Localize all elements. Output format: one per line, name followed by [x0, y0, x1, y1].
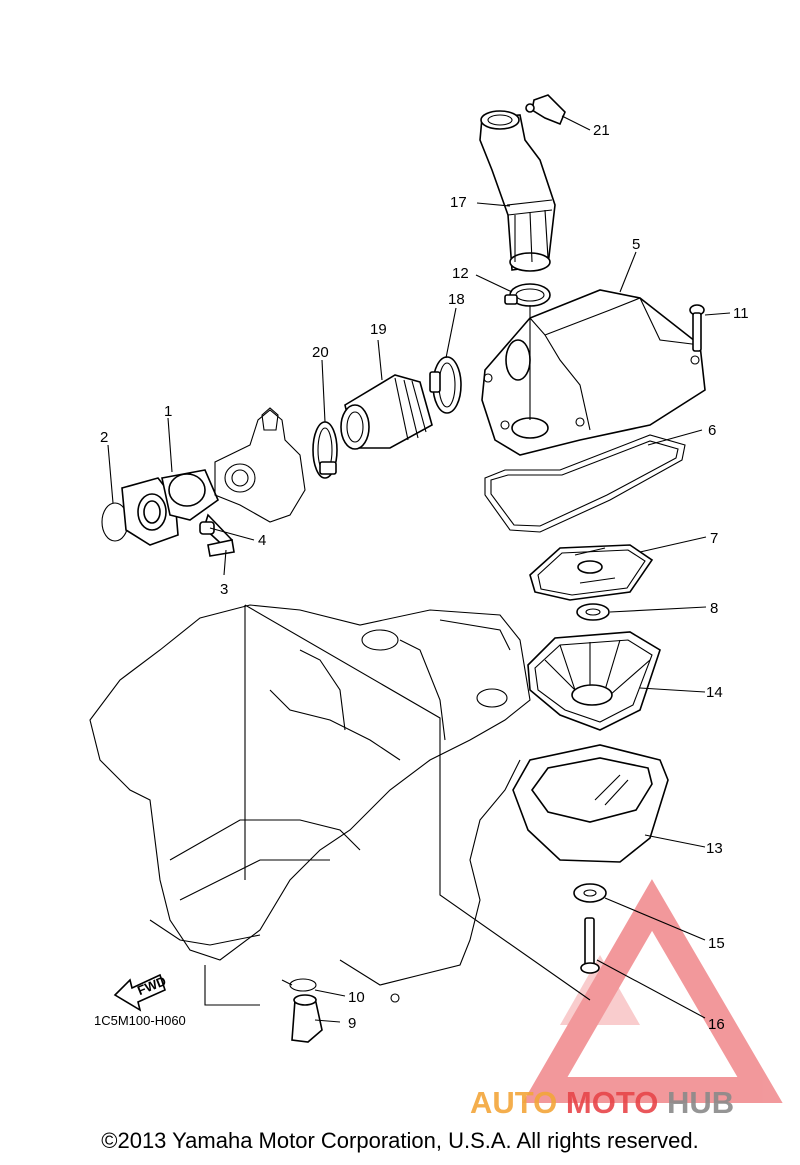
callout-3: 3 [220, 581, 228, 598]
watermark-part-moto: MOTO [566, 1085, 658, 1120]
watermark-part-auto: AUTO [470, 1085, 557, 1120]
callout-labels: 1 2 3 4 5 6 7 8 9 10 11 12 13 14 15 16 1… [100, 122, 749, 1033]
washer-part [576, 603, 610, 621]
callout-15: 15 [708, 935, 725, 952]
drain-hose-part [291, 994, 323, 1043]
air-filter-cover-part [481, 289, 706, 456]
elbow-fitting-part [525, 94, 566, 126]
copyright-notice: ©2013 Yamaha Motor Corporation, U.S.A. A… [101, 1128, 699, 1153]
long-bolt-part [580, 917, 600, 974]
callout-2: 2 [100, 429, 108, 446]
air-case-bottom-part [512, 744, 669, 863]
storage-box-frame-part [89, 604, 531, 1003]
callout-7: 7 [710, 530, 718, 547]
clamp-part [312, 421, 338, 479]
callout-14: 14 [706, 684, 723, 701]
callout-6: 6 [708, 422, 716, 439]
hose-clamp-part [504, 283, 551, 307]
callout-8: 8 [710, 600, 718, 617]
filter-element-part [529, 544, 654, 601]
watermark-logo-icon [522, 879, 783, 1103]
callout-20: 20 [312, 344, 329, 361]
callout-4: 4 [258, 532, 266, 549]
callout-10: 10 [348, 989, 365, 1006]
diagram-code: 1C5M100-H060 [94, 1013, 186, 1028]
intake-manifold-part [101, 469, 235, 557]
callout-12: 12 [452, 265, 469, 282]
callout-13: 13 [706, 840, 723, 857]
callout-5: 5 [632, 236, 640, 253]
leader-lines [107, 115, 731, 1023]
callout-17: 17 [450, 194, 467, 211]
gasket-part [484, 434, 686, 533]
throttle-body-part [214, 407, 306, 523]
svg-text:AUTO MOTO HUB: AUTO MOTO HUB [470, 1085, 734, 1120]
callout-19: 19 [370, 321, 387, 338]
element-holder-part [527, 631, 661, 731]
fwd-arrow-icon: FWD [113, 973, 168, 1012]
callout-21: 21 [593, 122, 610, 139]
callout-11: 11 [733, 305, 749, 322]
callout-9: 9 [348, 1015, 356, 1032]
callout-1: 1 [164, 403, 172, 420]
bolt-part [689, 304, 705, 352]
callout-16: 16 [708, 1016, 725, 1033]
air-duct-joint-part [340, 374, 433, 450]
watermark: AUTO MOTO HUB [470, 1085, 734, 1120]
watermark-part-hub: HUB [667, 1085, 734, 1120]
intake-hose-part [479, 110, 556, 272]
callout-18: 18 [448, 291, 465, 308]
clip-part [281, 978, 317, 992]
band-part [429, 356, 462, 414]
grommet-part [573, 883, 607, 903]
